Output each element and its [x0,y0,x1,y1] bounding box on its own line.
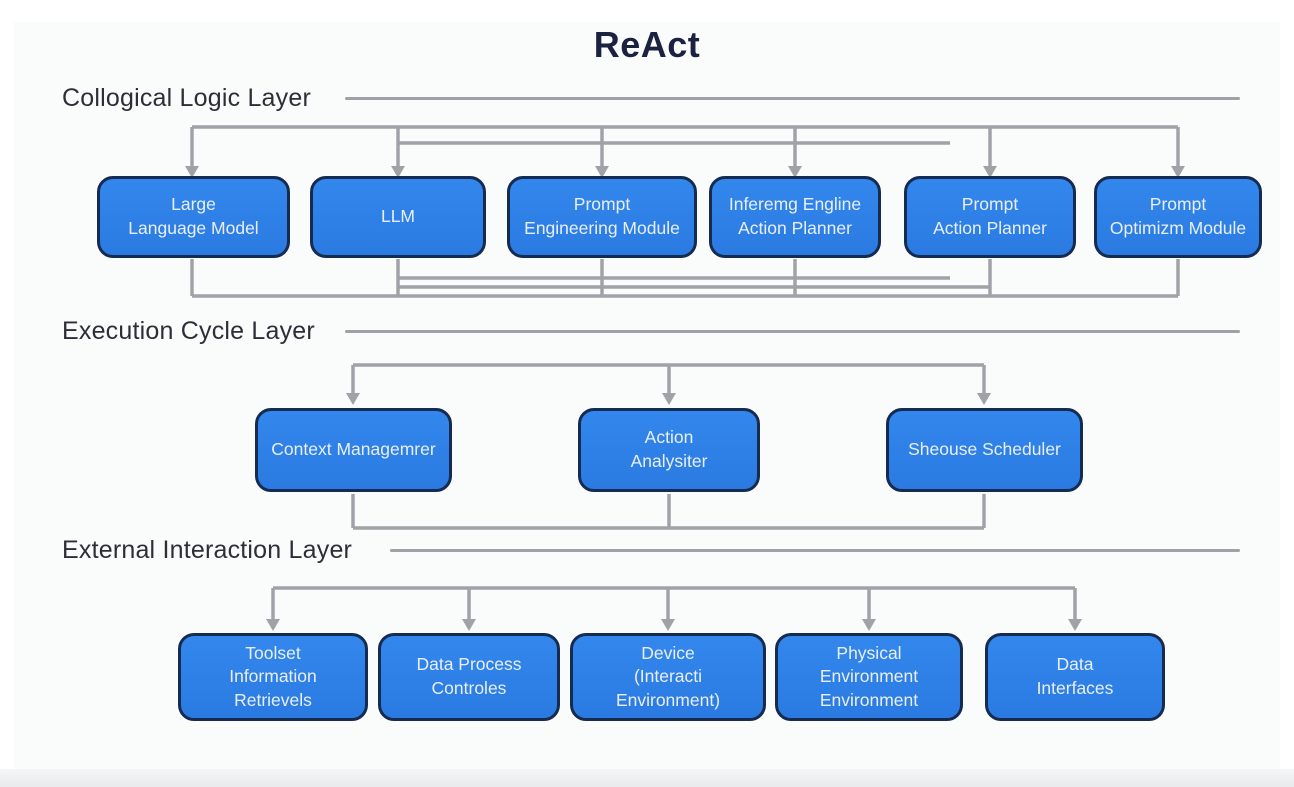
diagram-title: ReAct [593,24,701,65]
node-action-analysiter: Action Analysiter [578,408,760,492]
layer-label-external-interaction: External Interaction Layer [62,536,353,564]
layer-rule-collogical-logic [345,97,1240,100]
node-physical-environment-environment: Physical Environment Environment [775,633,963,721]
node-llm: LLM [310,176,486,258]
arrowheads [185,166,1185,631]
layer-label-execution-cycle: Execution Cycle Layer [62,317,315,345]
node-sheouse-scheduler: Sheouse Scheduler [886,408,1083,492]
layer-rule-execution-cycle [345,330,1240,333]
node-inferemg-engline-action-planner: Inferemg Engline Action Planner [709,176,881,258]
bottom-edge-band [0,769,1294,787]
node-toolset-information-retrievels: Toolset Information Retrievels [178,633,368,721]
node-data-process-controles: Data Process Controles [378,633,560,721]
node-prompt-optimizm-module: Prompt Optimizm Module [1094,176,1262,258]
node-device-interacti-environment: Device (Interacti Environment) [570,633,766,721]
node-data-interfaces: Data Interfaces [985,633,1165,721]
node-context-managemrer: Context Managemrer [255,408,452,492]
node-large-language-model: Large Language Model [97,176,290,258]
node-prompt-engineering-module: Prompt Engineering Module [507,176,697,258]
layer-rule-external-interaction [390,549,1240,552]
node-prompt-action-planner: Prompt Action Planner [904,176,1076,258]
layer-label-collogical-logic: Collogical Logic Layer [62,84,311,112]
